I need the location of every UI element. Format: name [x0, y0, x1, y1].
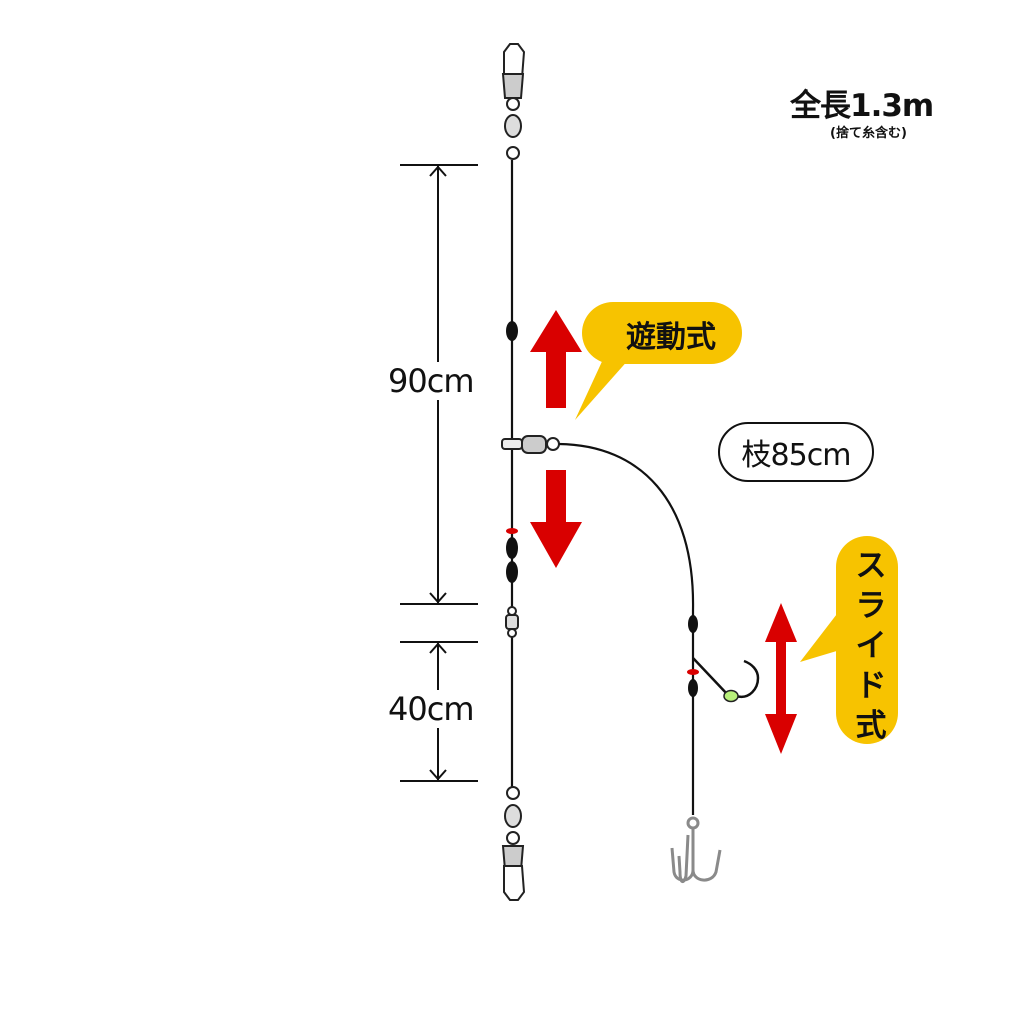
bead-icon [506, 561, 518, 583]
stopper-icon [506, 528, 518, 534]
down-arrow-icon [530, 470, 582, 568]
callout-slide-vertical-text: スライド式 [844, 546, 898, 746]
treble-hook-icon [670, 816, 722, 883]
dimension-upper-label: 90cm [388, 362, 474, 400]
slide-hook-icon [692, 657, 760, 703]
callout-slide-char: 式 [855, 708, 887, 744]
branch-line [558, 442, 695, 815]
callout-slide-char: ド [855, 668, 887, 704]
bead-icon [506, 321, 518, 341]
stopper-icon [687, 669, 699, 675]
callout-slide-char: ラ [855, 588, 887, 624]
branch-swivel-icon [501, 435, 560, 454]
top-snap-swivel-icon [501, 43, 526, 160]
dimension-lower-label: 40cm [388, 690, 474, 728]
callout-sliding-text: 遊動式 [626, 320, 716, 355]
bottom-snap-swivel-icon [501, 786, 526, 901]
bead-icon [688, 679, 698, 697]
double-arrow-icon [765, 603, 797, 754]
bead-icon [688, 615, 698, 633]
total-length-title: 全長1.3m [790, 88, 934, 124]
up-arrow-icon [530, 310, 582, 408]
callout-bubble-slide [800, 536, 898, 744]
branch-length-text: 枝85cm [741, 438, 852, 473]
callout-slide-char: イ [855, 628, 887, 664]
barrel-swivel-icon [505, 606, 519, 638]
branch-length-label: 枝85cm [718, 422, 874, 482]
callout-slide-char: ス [855, 548, 887, 584]
total-length-note: (捨て糸含む) [830, 126, 907, 141]
bead-icon [506, 537, 518, 559]
callout-bubble-sliding [575, 302, 742, 420]
callout-slide-text: スライド式 [844, 546, 898, 746]
